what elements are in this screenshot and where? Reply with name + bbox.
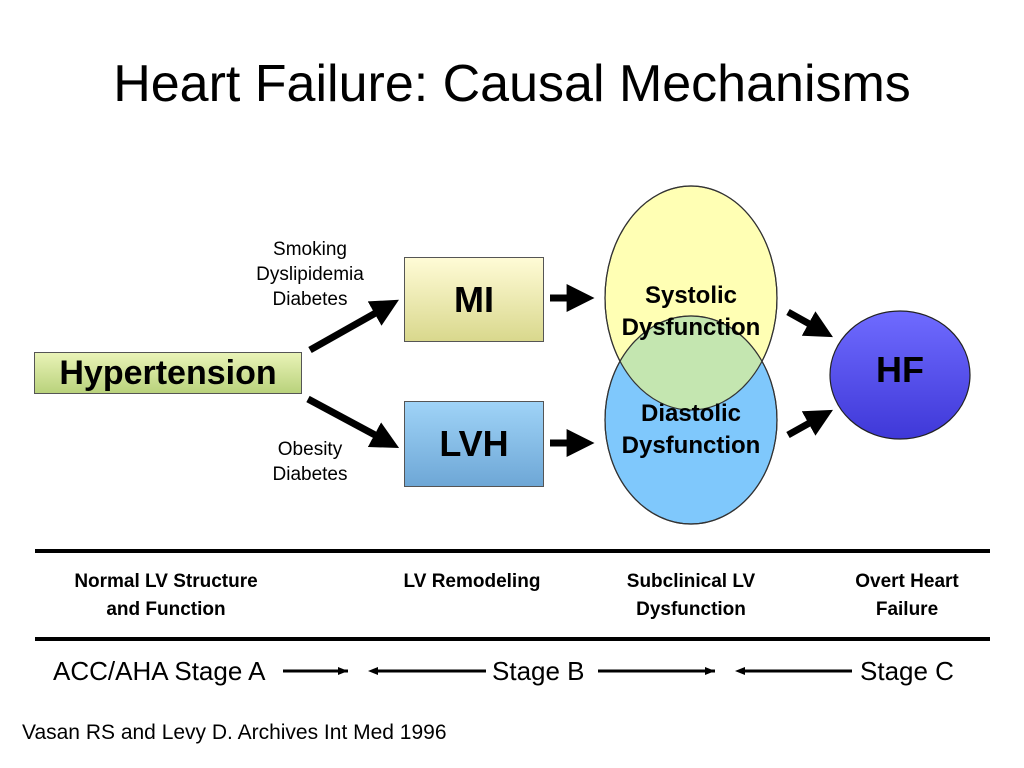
stage-b-label: Stage B <box>492 656 585 686</box>
stage-overt-hf: Overt Heart Failure <box>855 571 959 620</box>
systolic-dysfunction-label: Systolic Dysfunction <box>621 282 761 341</box>
overlap-region <box>605 316 777 410</box>
arrow-hypertension-to-lvh <box>306 395 400 448</box>
stage-c-label: Stage C <box>860 656 954 686</box>
arrow-systolic-to-hf <box>786 308 833 338</box>
stage-a-label: ACC/AHA Stage A <box>53 656 266 686</box>
risk-factor: Dyslipidemia <box>256 264 364 285</box>
lvh-box: LVH <box>404 401 544 487</box>
mi-box: MI <box>404 257 544 342</box>
hf-circle <box>829 310 971 440</box>
arrow-diastolic-to-hf <box>786 409 833 439</box>
risk-factor: Smoking <box>273 239 347 260</box>
hf-label: HF <box>876 349 924 390</box>
stage-subclinical-lv: Subclinical LV Dysfunction <box>626 571 756 620</box>
citation: Vasan RS and Levy D. Archives Int Med 19… <box>22 721 447 744</box>
diastolic-dysfunction-label: Diastolic Dysfunction <box>621 400 761 459</box>
arrow-hypertension-to-mi <box>308 299 399 354</box>
hypertension-box: Hypertension <box>34 352 302 394</box>
risk-factor: Diabetes <box>272 289 348 310</box>
risk-factor: Diabetes <box>272 464 348 485</box>
stage-normal-lv: Normal LV Structure and Function <box>74 571 258 620</box>
lvh-risk-factors: Obesity Diabetes <box>230 437 390 487</box>
risk-factor: Obesity <box>277 439 343 460</box>
mi-risk-factors: Smoking Dyslipidemia Diabetes <box>230 237 390 312</box>
stage-lv-remodeling: LV Remodeling <box>403 571 541 592</box>
slide-title: Heart Failure: Causal Mechanisms <box>113 55 911 113</box>
